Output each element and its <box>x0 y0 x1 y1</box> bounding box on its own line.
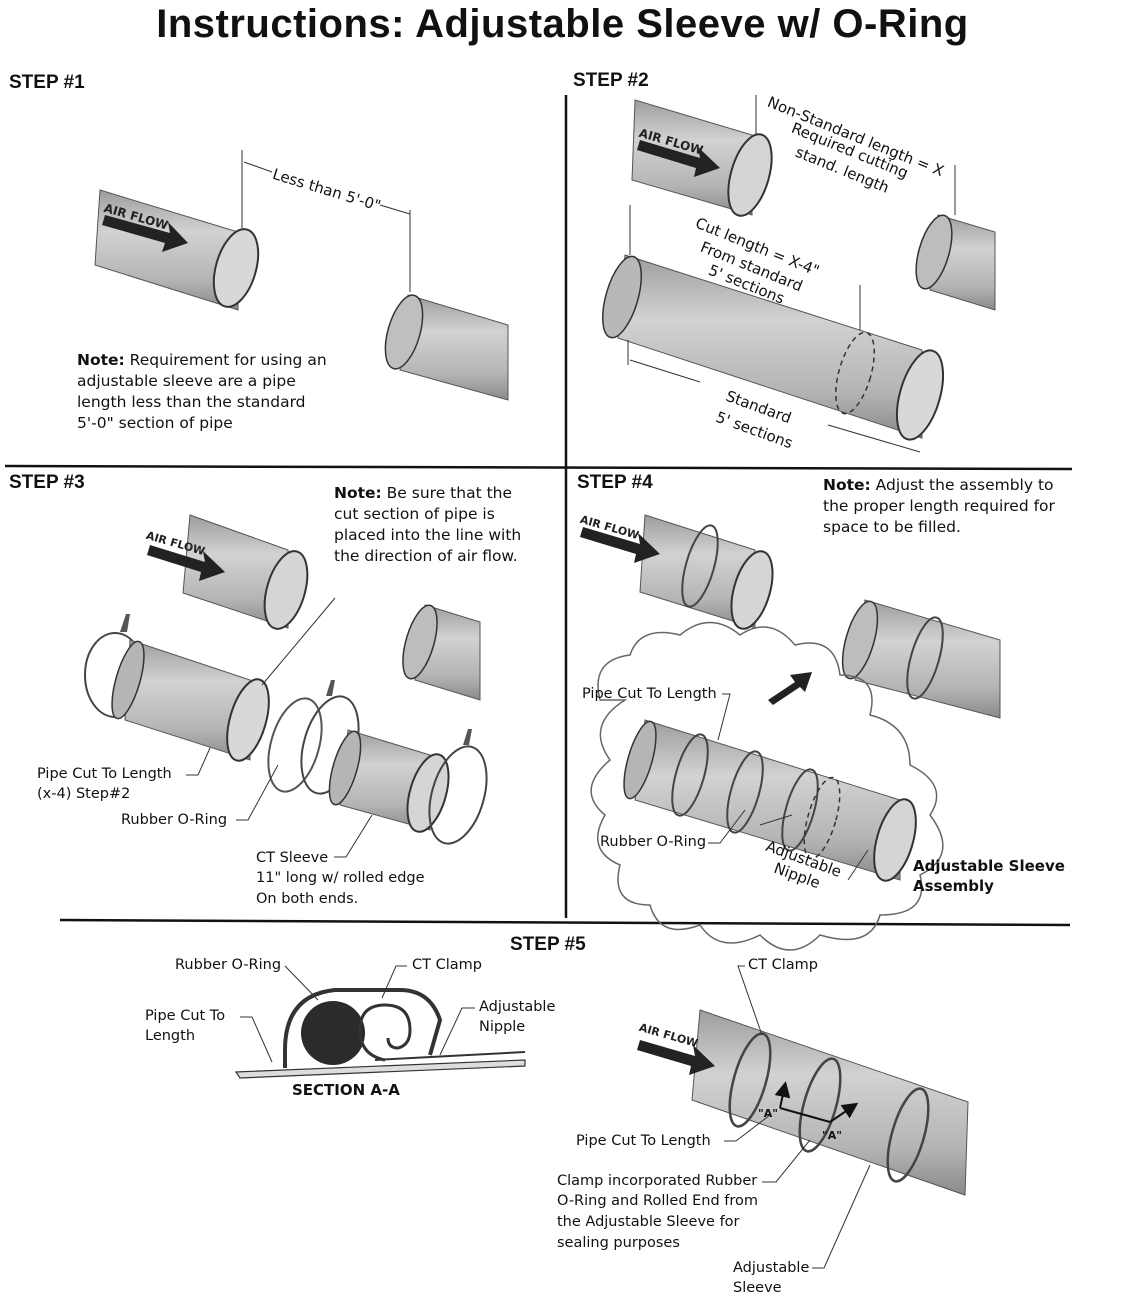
divider-horizontal-bottom <box>59 918 1071 927</box>
step3-sleeve-label-3: On both ends. <box>256 891 359 907</box>
step3-heading: STEP #3 <box>9 472 85 493</box>
page-title: Instructions: Adjustable Sleeve w/ O-Rin… <box>156 2 969 46</box>
step1-pipe-right <box>384 294 509 401</box>
step5-clamp-incorporated-label-1: Clamp incorporated Rubber <box>557 1173 758 1189</box>
step2-pipe-standard <box>601 254 945 441</box>
step5-pipe-assembly <box>637 1009 969 1196</box>
step4-assembly <box>623 719 917 882</box>
step5-clamp-incorporated-label-2: O-Ring and Rolled End from <box>557 1193 759 1209</box>
step4-oring-label: Rubber O-Ring <box>600 834 707 850</box>
step5-pipe-cut-right-label: Pipe Cut To Length <box>576 1133 711 1149</box>
step5-nipple-label-2: Nipple <box>479 1019 526 1035</box>
step3-oring-label: Rubber O-Ring <box>121 812 228 828</box>
step1-note: Note: Requirement for using an adjustabl… <box>77 351 327 432</box>
step5-oring-label: Rubber O-Ring <box>175 957 282 973</box>
step5-heading: STEP #5 <box>510 934 586 955</box>
step4-note: Note: Adjust the assembly to the proper … <box>823 476 1055 536</box>
step5-section-aa <box>234 988 526 1079</box>
step5-section-label: SECTION A-A <box>292 1081 400 1099</box>
step5-clamp-incorporated-label-3: the Adjustable Sleeve for <box>557 1214 740 1230</box>
step4-cloud <box>590 621 944 951</box>
step4-heading: STEP #4 <box>577 472 653 493</box>
step5-sleeve-label-1: Adjustable <box>733 1260 810 1276</box>
step1-pipe-left <box>94 189 260 311</box>
step5-sleeve-label-2: Sleeve <box>733 1280 782 1296</box>
step5-pipe-cut-label-2: Length <box>145 1028 196 1044</box>
step3-sleeve <box>328 729 488 845</box>
step5-clamp-incorporated-label-4: sealing purposes <box>557 1235 680 1251</box>
step1-heading: STEP #1 <box>9 72 85 93</box>
step5-clamp-label: CT Clamp <box>412 957 482 973</box>
step3-sleeve-label-1: CT Sleeve <box>256 850 329 866</box>
step4-arrow <box>768 672 812 705</box>
divider-horizontal-mid <box>4 464 1073 471</box>
step2-pipe-top-left <box>631 99 773 217</box>
step4-assembly-label-1: Adjustable Sleeve <box>913 857 1065 875</box>
step5-nipple-label-1: Adjustable <box>479 999 556 1015</box>
section-marker-a: "A" <box>758 1107 778 1120</box>
step4-pipe-top-right <box>841 599 1001 719</box>
step4-assembly-label-2: Assembly <box>913 877 994 895</box>
step3-pipe-cut-label-2: (x-4) Step#2 <box>37 786 131 802</box>
step5-clamp-right-label: CT Clamp <box>748 957 818 973</box>
step5-pipe-cut-label-1: Pipe Cut To <box>145 1008 226 1024</box>
step3-pipe-right <box>402 604 481 701</box>
step3-pipe-cut <box>84 614 270 762</box>
step2-heading: STEP #2 <box>573 70 649 91</box>
step2-pipe-top-right <box>915 214 996 311</box>
step3-pipe-cut-label-1: Pipe Cut To Length <box>37 766 172 782</box>
section-marker-a: "A" <box>822 1129 842 1142</box>
step4-pipe-top-left <box>580 514 774 630</box>
step4-pipe-cut-label: Pipe Cut To Length <box>582 686 717 702</box>
step3-pipe-top <box>147 514 309 630</box>
step3-sleeve-label-2: 11" long w/ rolled edge <box>256 870 425 886</box>
step3-note: Note: Be sure that the cut section of pi… <box>334 484 522 565</box>
